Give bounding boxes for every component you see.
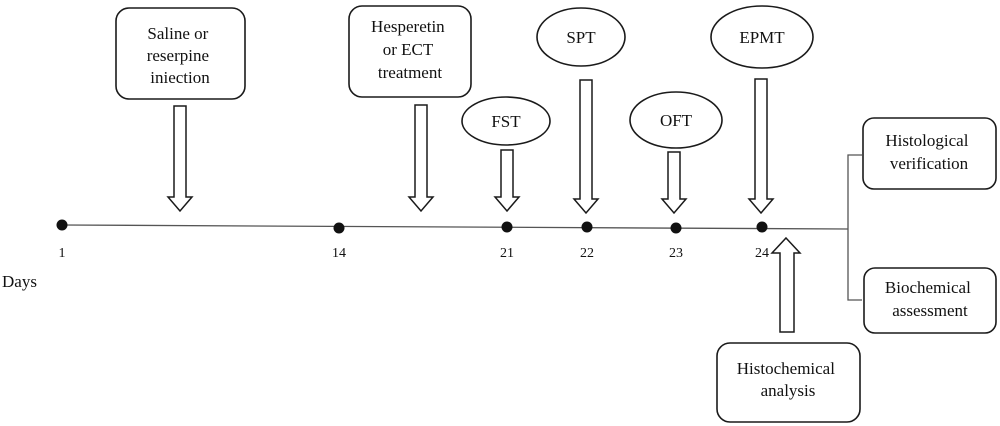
timeline-branch-bracket — [847, 154, 862, 301]
days-axis-label: Days — [2, 272, 37, 291]
hesperetin-down-arrow — [407, 104, 435, 213]
day-label-24: 24 — [755, 246, 769, 261]
day-label-14: 14 — [332, 246, 346, 261]
hesperetin-ect-label: Hesperetin or ECT treatment — [371, 17, 449, 82]
biochemical-label: Biochemical assessment — [885, 278, 975, 320]
day-marker-22 — [581, 221, 593, 233]
saline-down-arrow — [166, 105, 194, 213]
fst-label: FST — [491, 112, 521, 131]
spt-label: SPT — [566, 28, 596, 47]
hesperetin-ect-box — [348, 5, 472, 98]
histochemical-label: Histochemical analysis — [737, 359, 839, 400]
oft-label: OFT — [660, 111, 693, 130]
saline-reserpine-box — [115, 7, 246, 100]
fst-down-arrow — [493, 149, 521, 213]
oft-down-arrow — [660, 151, 688, 215]
day-label-1: 1 — [59, 246, 66, 261]
biochemical-box — [863, 267, 997, 334]
histochemical-box — [716, 342, 861, 423]
spt-down-arrow — [572, 79, 600, 215]
spt-ellipse — [536, 7, 626, 67]
epmt-ellipse — [710, 5, 814, 69]
saline-reserpine-label: Saline or reserpine iniection — [147, 24, 214, 87]
histological-box — [862, 117, 997, 190]
day-marker-14 — [333, 222, 345, 234]
timeline-axis — [61, 224, 849, 230]
fst-ellipse — [461, 96, 551, 146]
day-label-23: 23 — [669, 246, 683, 261]
day-label-21: 21 — [500, 246, 514, 261]
day-label-22: 22 — [580, 246, 594, 261]
day-marker-21 — [501, 221, 513, 233]
histochemical-up-arrow — [770, 236, 802, 333]
day-marker-24 — [756, 221, 768, 233]
epmt-label: EPMT — [739, 28, 785, 47]
histological-label: Histological verification — [885, 131, 972, 173]
epmt-down-arrow — [747, 78, 775, 215]
day-marker-1 — [56, 219, 68, 231]
day-marker-23 — [670, 222, 682, 234]
oft-ellipse — [629, 91, 723, 149]
